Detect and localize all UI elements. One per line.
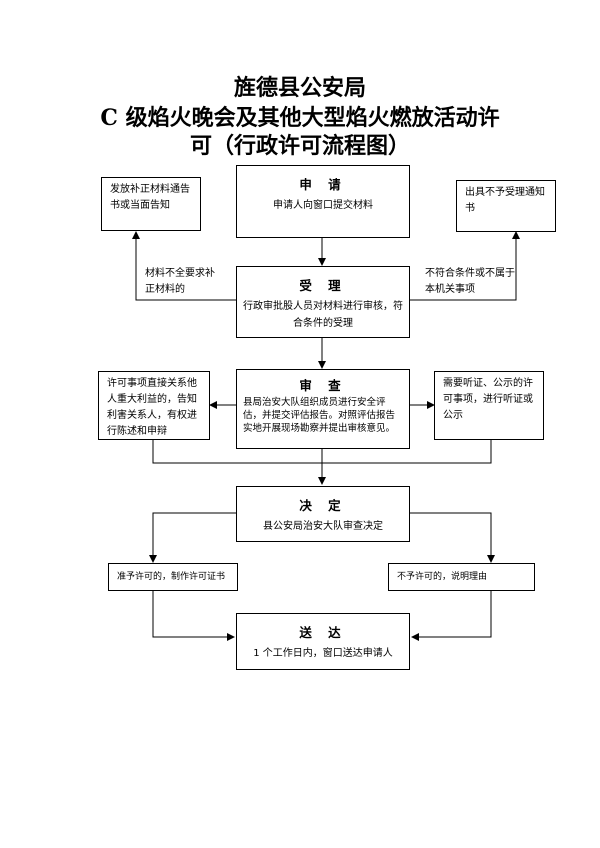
arrow-decide-to-deny [410,512,495,563]
arrow-accept-to-supplement [132,231,236,301]
node-decide-body: 县公安局治安大队审查决定 [263,521,383,532]
arrow-deny-to-deliver [411,591,492,641]
node-review-title: 审 查 [299,378,347,393]
node-deliver-body: 1 个工作日内，窗口送达申请人 [253,648,393,659]
node-review-body: 县局治安大队组织成员进行安全评估，并提交评估报告。对照评估报告实地开展现场勘察并… [243,397,396,434]
node-accept-title: 受 理 [299,278,347,293]
side-statement-defense: 许可事项直接关系他人重大利益的，告知利害关系人，有权进行陈述和申辩 [98,371,210,440]
label-not-qualified: 不符合条件或不属于本机关事项 [425,268,515,295]
arrow-decide-to-approve [149,512,236,563]
node-apply-body: 申请人向窗口提交材料 [273,200,373,211]
side-reject-notice: 出具不予受理通知书 [456,180,556,232]
node-apply: 申 请 申请人向窗口提交材料 [236,165,410,238]
node-deliver: 送 达 1 个工作日内，窗口送达申请人 [236,613,410,670]
node-accept: 受 理 行政审批股人员对材料进行审核，符合条件的受理 [236,266,410,338]
node-review: 审 查 县局治安大队组织成员进行安全评估，并提交评估报告。对照评估报告实地开展现… [236,369,410,449]
node-apply-title: 申 请 [299,177,347,192]
side-deny: 不予许可的，说明理由 [388,563,535,591]
side-hearing: 需要听证、公示的许可事项，进行听证或公示 [434,371,544,440]
node-deliver-title: 送 达 [299,625,347,640]
side-supplement-notice: 发放补正材料通告书或当面告知 [101,177,201,231]
label-incomplete-materials: 材料不全要求补正材料的 [145,268,215,295]
arrow-accept-to-reject [410,231,520,301]
document-title-line3: 可（行政许可流程图） [189,133,410,159]
node-decide: 决 定 县公安局治安大队审查决定 [236,486,410,542]
document-title-line2: C 级焰火晚会及其他大型焰火燃放活动许 [100,105,500,131]
arrow-approve-to-deliver [152,591,235,641]
node-accept-body: 行政审批股人员对材料进行审核，符合条件的受理 [243,301,403,329]
node-decide-title: 决 定 [299,498,347,513]
document-title-line1: 旌德县公安局 [233,75,366,101]
side-approve: 准予许可的，制作许可证书 [108,563,238,591]
